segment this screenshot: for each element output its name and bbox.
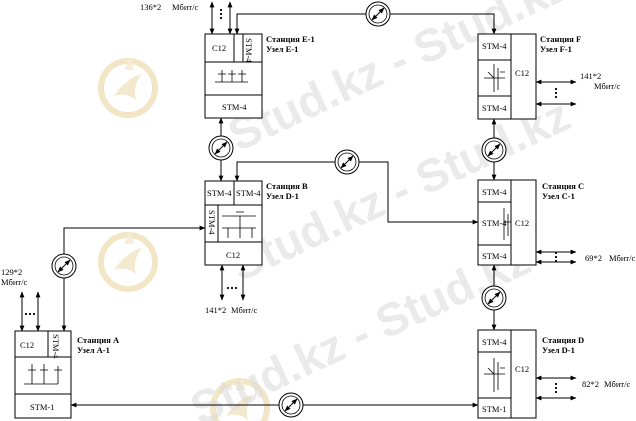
station-e-c12: C12 — [212, 43, 226, 53]
station-a-unit: Мбит/с — [1, 277, 28, 287]
station-e-ellipsis-icon — [219, 8, 223, 20]
station-c-ellipsis-icon — [554, 251, 558, 263]
station-b-ellipsis-icon — [226, 286, 238, 290]
link-b-a-connector — [52, 254, 76, 278]
link-a-d-connector — [279, 393, 303, 417]
links — [52, 2, 506, 417]
station-c-stm-top: STM-4 — [482, 187, 507, 197]
station-b-stm-side: STM-4 — [207, 210, 217, 235]
station-b-stm-top-left: STM-4 — [207, 188, 232, 198]
station-c-title: Станция C — [542, 181, 584, 191]
station-d-ellipsis-icon — [554, 382, 558, 394]
station-c-stm-mid: STM-4 — [482, 218, 507, 228]
station-f-unit: Мбит/с — [594, 81, 621, 91]
station-a-stm-bottom: STM-1 — [30, 402, 55, 412]
station-a-ellipsis-icon — [24, 312, 36, 316]
link-b-c-connector — [335, 150, 359, 174]
station-b-unit: Мбит/с — [231, 305, 258, 315]
station-e-stm-bottom: STM-4 — [222, 102, 247, 112]
station-a-c12: C12 — [20, 340, 34, 350]
station-f-title: Станция F — [540, 34, 581, 44]
station-d-node: Узел D-1 — [542, 345, 575, 355]
station-f-rate: 141*2 — [580, 71, 601, 81]
station-e-title: Станция E-1 — [266, 34, 315, 44]
station-f-stm-bottom: STM-4 — [482, 103, 507, 113]
station-e-rate: 136*2 — [140, 2, 161, 12]
station-c: STM-4 STM-4 STM-4 C12 Станция C Узел C-1… — [477, 179, 636, 266]
station-d-stm-bottom: STM-1 — [482, 404, 507, 414]
station-c-rate: 69*2 — [585, 253, 602, 263]
station-c-stm-bottom: STM-4 — [482, 251, 507, 261]
station-b-node: Узел D-1 — [266, 191, 299, 201]
station-d-unit: Мбит/с — [604, 379, 631, 389]
station-c-c12: C12 — [515, 218, 529, 228]
station-a-stm-side: STM-4 — [51, 334, 61, 359]
station-e: C12 STM-4 STM-4 Станция E-1 Узел E-1 136… — [140, 1, 315, 119]
station-b-title: Станция B — [266, 181, 308, 191]
station-e-unit: Мбит/с — [172, 2, 199, 12]
station-d-title: Станция D — [542, 335, 584, 345]
station-c-node: Узел C-1 — [542, 191, 575, 201]
link-e-f-connector — [366, 2, 390, 26]
station-f: STM-4 STM-4 C12 Станция F Узел F-1 141*2… — [477, 33, 621, 120]
station-d: STM-4 STM-1 C12 Станция D Узел D-1 82*2 … — [477, 329, 631, 419]
station-b-c12: C12 — [226, 250, 240, 260]
link-f-c-connector — [482, 138, 506, 162]
station-e-stm-side: STM-4 — [244, 38, 254, 63]
station-f-node: Узел F-1 — [540, 44, 572, 54]
station-b-rate: 141*2 — [205, 305, 226, 315]
station-a-rate: 129*2 — [1, 267, 22, 277]
link-e-b-connector — [209, 136, 233, 160]
station-b: STM-4 STM-4 STM-4 C12 Станция B Узел D-1… — [204, 180, 308, 315]
link-c-d-connector — [482, 286, 506, 310]
station-f-stm-top: STM-4 — [482, 41, 507, 51]
station-b-stm-top-right: STM-4 — [236, 188, 261, 198]
station-a-node: Узел A-1 — [77, 345, 110, 355]
station-a-title: Станция A — [77, 335, 120, 345]
station-e-node: Узел E-1 — [266, 44, 298, 54]
station-d-rate: 82*2 — [582, 379, 599, 389]
station-d-stm-top: STM-4 — [482, 337, 507, 347]
station-f-c12: C12 — [515, 68, 529, 78]
station-a: C12 STM-4 STM-1 Станция A Узел A-1 129*2… — [1, 267, 120, 419]
station-d-c12: C12 — [515, 364, 529, 374]
station-c-unit: Мбит/с — [609, 253, 636, 263]
station-f-ellipsis-icon — [554, 87, 558, 99]
